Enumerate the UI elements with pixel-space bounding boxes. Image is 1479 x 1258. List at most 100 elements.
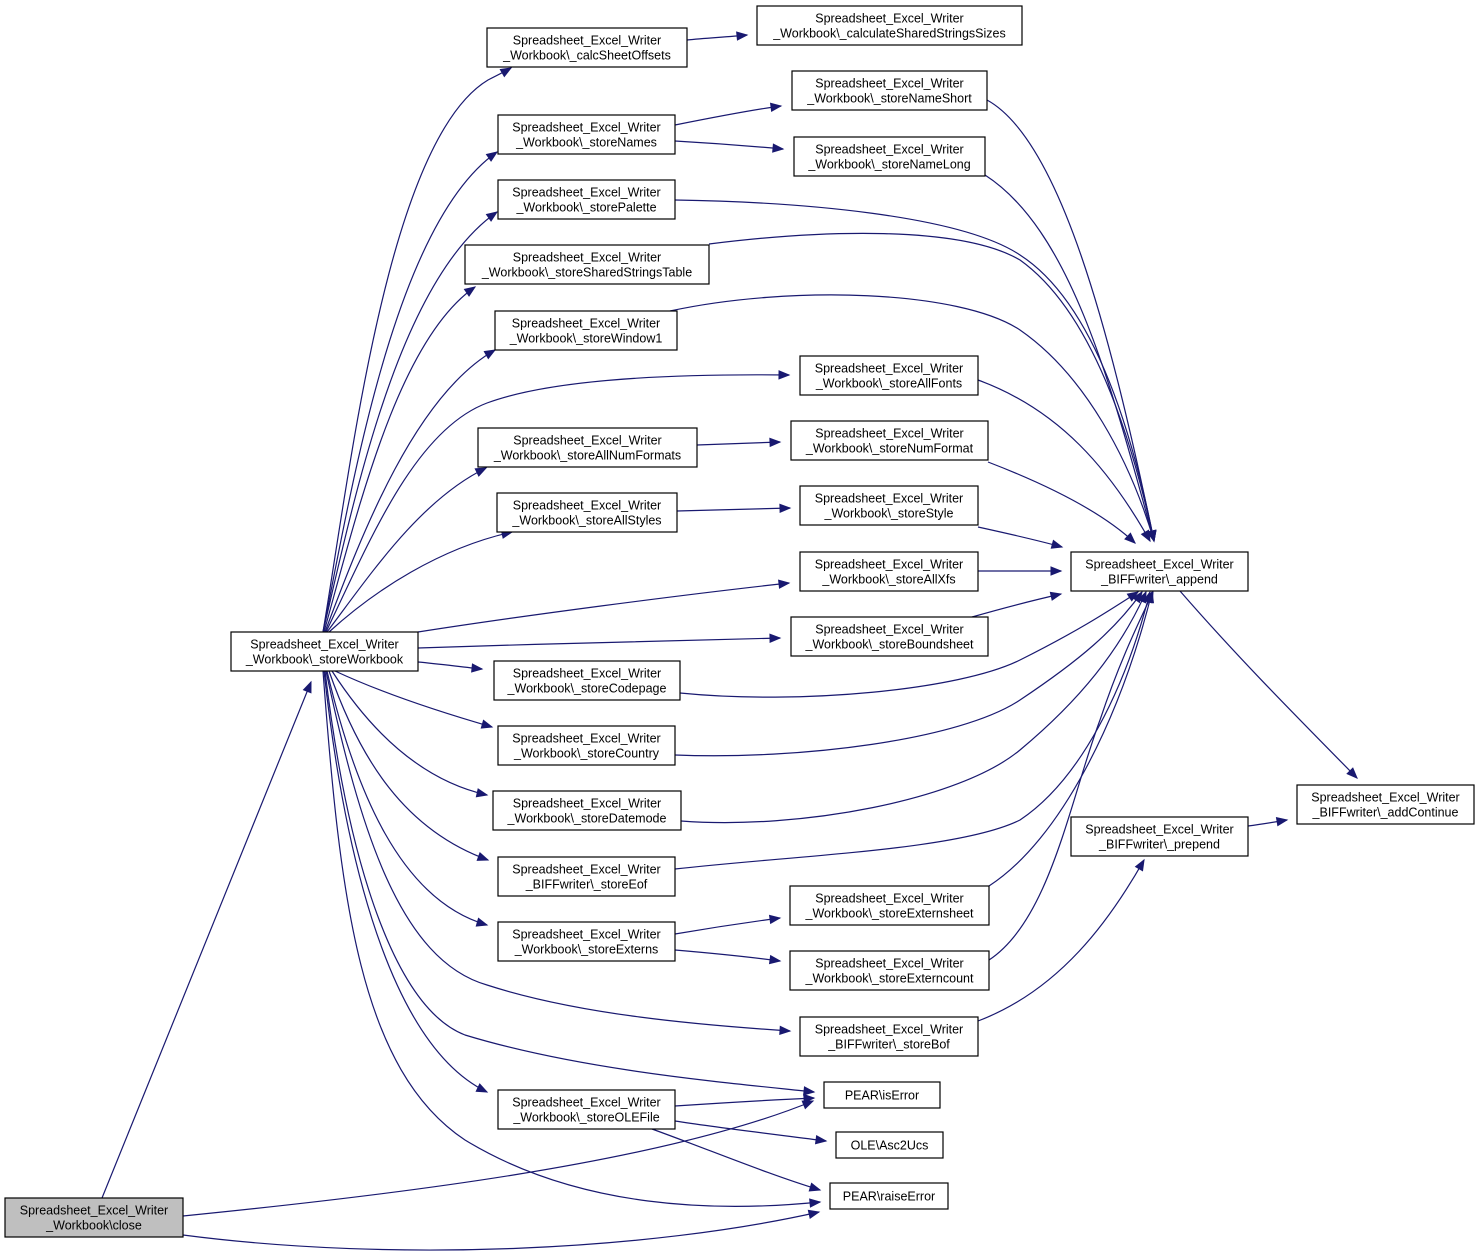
- node-storeStyle[interactable]: Spreadsheet_Excel_Writer_Workbook\_store…: [799, 485, 979, 526]
- node-storeAllStyles[interactable]: Spreadsheet_Excel_Writer_Workbook\_store…: [496, 492, 678, 533]
- edge-storeAllFonts-to-append: [977, 379, 1151, 543]
- node-box: [497, 921, 676, 962]
- node-label-line: Spreadsheet_Excel_Writer: [815, 427, 963, 441]
- node-asc2ucs[interactable]: OLE\Asc2Ucs: [835, 1131, 944, 1159]
- arrowhead-icon: [499, 67, 513, 78]
- node-label-line: Spreadsheet_Excel_Writer: [1311, 791, 1459, 805]
- node-box: [756, 5, 1023, 46]
- edge-storeWorkbook-to-storeOLEFile: [323, 670, 489, 1093]
- node-label-line: Spreadsheet_Excel_Writer: [1085, 558, 1233, 572]
- node-storeNameLong[interactable]: Spreadsheet_Excel_Writer_Workbook\_store…: [793, 136, 986, 177]
- node-box: [835, 1131, 944, 1159]
- edge-storeAllXfs-to-append: [977, 566, 1063, 576]
- node-label-line: Spreadsheet_Excel_Writer: [815, 492, 963, 506]
- node-close[interactable]: Spreadsheet_Excel_Writer_Workbook\close: [4, 1197, 184, 1238]
- node-box: [497, 179, 676, 220]
- node-box: [791, 70, 988, 111]
- node-calcSheetOffsets[interactable]: Spreadsheet_Excel_Writer_Workbook\_calcS…: [486, 27, 688, 68]
- node-label-line: PEAR\raiseError: [843, 1190, 935, 1204]
- arrowhead-icon: [807, 1209, 821, 1219]
- node-storeNameShort[interactable]: Spreadsheet_Excel_Writer_Workbook\_store…: [791, 70, 988, 111]
- node-storeSST[interactable]: Spreadsheet_Excel_Writer_Workbook\_store…: [464, 244, 710, 285]
- edge-storeWorkbook-to-calcSheetOffsets: [322, 67, 513, 633]
- node-label-line: Spreadsheet_Excel_Writer: [815, 1023, 963, 1037]
- node-prepend[interactable]: Spreadsheet_Excel_Writer_BIFFwriter\_pre…: [1070, 816, 1249, 857]
- node-label-line: _Workbook\_storeWorkbook: [245, 653, 404, 667]
- edge-storeExterns-to-storeExterncount: [674, 949, 782, 965]
- node-storeWindow1[interactable]: Spreadsheet_Excel_Writer_Workbook\_store…: [494, 310, 678, 351]
- node-label-line: Spreadsheet_Excel_Writer: [815, 143, 963, 157]
- arrowhead-icon: [772, 143, 785, 153]
- node-storeCountry[interactable]: Spreadsheet_Excel_Writer_Workbook\_store…: [497, 725, 676, 766]
- arrowhead-icon: [778, 370, 791, 380]
- node-box: [497, 725, 676, 766]
- arrowhead-icon: [1049, 591, 1063, 601]
- node-storeOLEFile[interactable]: Spreadsheet_Excel_Writer_Workbook\_store…: [497, 1089, 676, 1130]
- node-box: [1296, 784, 1475, 825]
- arrowhead-icon: [803, 1086, 816, 1096]
- node-label-line: _BIFFwriter\_addContinue: [1312, 806, 1459, 820]
- node-label-line: Spreadsheet_Excel_Writer: [815, 892, 963, 906]
- node-box: [790, 616, 989, 657]
- arrowhead-icon: [463, 286, 477, 297]
- edge-storeOLEFile-to-asc2ucs: [674, 1120, 828, 1145]
- node-storeCodepage[interactable]: Spreadsheet_Excel_Writer_Workbook\_store…: [493, 660, 681, 701]
- node-label-line: _Workbook\_storeNameLong: [807, 158, 970, 172]
- node-storeBof[interactable]: Spreadsheet_Excel_Writer_BIFFwriter\_sto…: [799, 1016, 979, 1057]
- node-box: [230, 631, 419, 672]
- edge-close-to-storeWorkbook: [101, 680, 312, 1199]
- node-box: [790, 420, 989, 461]
- arrowhead-icon: [736, 31, 749, 41]
- arrowhead-icon: [485, 151, 499, 162]
- node-label-line: _Workbook\_storeCountry: [513, 747, 660, 761]
- node-storeAllNumFormats[interactable]: Spreadsheet_Excel_Writer_Workbook\_store…: [477, 427, 698, 468]
- node-box: [789, 950, 990, 991]
- node-raiseError[interactable]: PEAR\raiseError: [829, 1182, 949, 1210]
- edge-storeWorkbook-to-storeAllFonts: [325, 370, 791, 633]
- node-storePalette[interactable]: Spreadsheet_Excel_Writer_Workbook\_store…: [497, 179, 676, 220]
- node-storeAllFonts[interactable]: Spreadsheet_Excel_Writer_Workbook\_store…: [799, 355, 979, 396]
- node-box: [823, 1081, 941, 1109]
- node-box: [494, 310, 678, 351]
- edge-storeWorkbook-to-storeAllNumFormats: [326, 467, 488, 633]
- node-storeNumFormat[interactable]: Spreadsheet_Excel_Writer_Workbook\_store…: [790, 420, 989, 461]
- nodes-layer: Spreadsheet_Excel_Writer_Workbook\closeS…: [4, 5, 1475, 1238]
- node-storeEof[interactable]: Spreadsheet_Excel_Writer_BIFFwriter\_sto…: [497, 856, 676, 897]
- edge-storeWorkbook-to-storeEof: [328, 670, 490, 861]
- node-box: [829, 1182, 949, 1210]
- edge-append-to-addContinue: [1179, 590, 1358, 779]
- node-calcSSTSizes[interactable]: Spreadsheet_Excel_Writer_Workbook\_calcu…: [756, 5, 1023, 46]
- node-label-line: _Workbook\_storePalette: [515, 201, 656, 215]
- node-storeNames[interactable]: Spreadsheet_Excel_Writer_Workbook\_store…: [497, 114, 676, 155]
- node-storeDatemode[interactable]: Spreadsheet_Excel_Writer_Workbook\_store…: [492, 790, 682, 831]
- node-label-line: Spreadsheet_Excel_Writer: [1085, 823, 1233, 837]
- edge-storeStyle-to-append: [977, 526, 1064, 549]
- arrowhead-icon: [471, 663, 484, 673]
- arrowhead-icon: [769, 437, 782, 448]
- node-label-line: OLE\Asc2Ucs: [851, 1139, 929, 1153]
- node-label-line: _Workbook\_calcSheetOffsets: [502, 49, 671, 63]
- node-storeBoundsheet[interactable]: Spreadsheet_Excel_Writer_Workbook\_store…: [790, 616, 989, 657]
- node-label-line: Spreadsheet_Excel_Writer: [20, 1204, 168, 1218]
- node-box: [493, 660, 681, 701]
- edge-storeNames-to-storeNameLong: [674, 140, 785, 153]
- node-label-line: Spreadsheet_Excel_Writer: [512, 863, 660, 877]
- node-storeExternsheet[interactable]: Spreadsheet_Excel_Writer_Workbook\_store…: [789, 885, 990, 926]
- node-label-line: _Workbook\_storeAllFonts: [815, 377, 962, 391]
- node-storeExterncount[interactable]: Spreadsheet_Excel_Writer_Workbook\_store…: [789, 950, 990, 991]
- node-storeAllXfs[interactable]: Spreadsheet_Excel_Writer_Workbook\_store…: [799, 551, 979, 592]
- node-label-line: _BIFFwriter\_append: [1100, 573, 1218, 587]
- node-label-line: _Workbook\_calculateSharedStringsSizes: [772, 27, 1006, 41]
- node-box: [497, 1089, 676, 1130]
- edge-calcSheetOffsets-to-calcSSTSizes: [686, 31, 749, 41]
- node-label-line: Spreadsheet_Excel_Writer: [815, 77, 963, 91]
- node-storeWorkbook[interactable]: Spreadsheet_Excel_Writer_Workbook\_store…: [230, 631, 419, 672]
- node-addContinue[interactable]: Spreadsheet_Excel_Writer_BIFFwriter\_add…: [1296, 784, 1475, 825]
- node-append[interactable]: Spreadsheet_Excel_Writer_BIFFwriter\_app…: [1070, 551, 1249, 592]
- node-label-line: Spreadsheet_Excel_Writer: [815, 12, 963, 26]
- edge-storeNames-to-storeNameShort: [674, 102, 783, 126]
- node-label-line: Spreadsheet_Excel_Writer: [815, 957, 963, 971]
- arrowhead-icon: [1144, 590, 1154, 604]
- node-storeExterns[interactable]: Spreadsheet_Excel_Writer_Workbook\_store…: [497, 921, 676, 962]
- node-isError[interactable]: PEAR\isError: [823, 1081, 941, 1109]
